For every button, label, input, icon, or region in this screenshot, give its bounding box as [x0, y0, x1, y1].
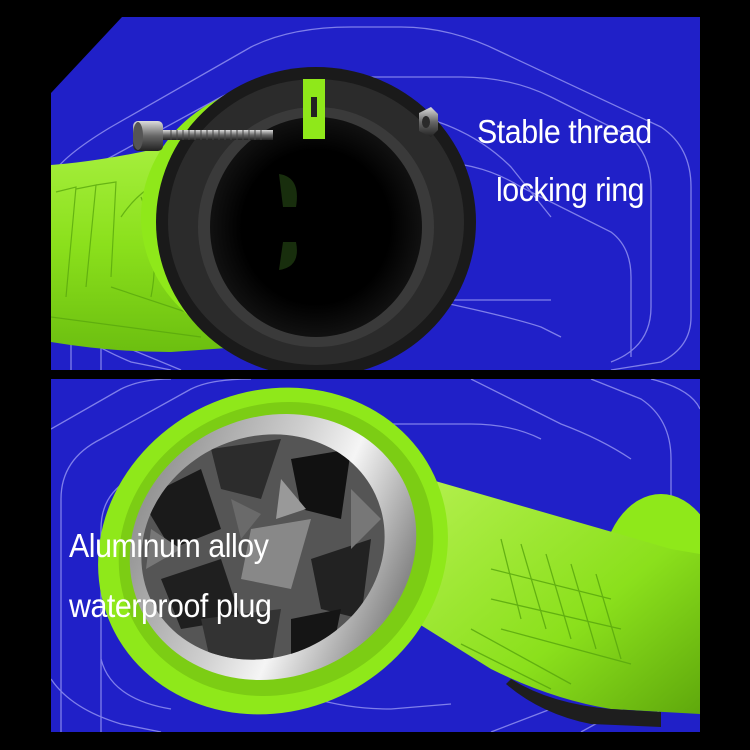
caption-line-1: Stable thread: [477, 113, 652, 150]
caption-line-2: locking ring: [496, 171, 645, 208]
locking-ring-grip-illustration: [51, 67, 476, 370]
caption-line-1: Aluminum alloy: [69, 527, 269, 564]
waterproof-plug-grip-illustration: [98, 387, 700, 727]
waterproof-plug-panel: Aluminum alloy waterproof plug: [51, 379, 700, 732]
locking-ring-panel: Stable thread locking ring: [51, 17, 700, 370]
caption-line-2: waterproof plug: [69, 587, 272, 624]
